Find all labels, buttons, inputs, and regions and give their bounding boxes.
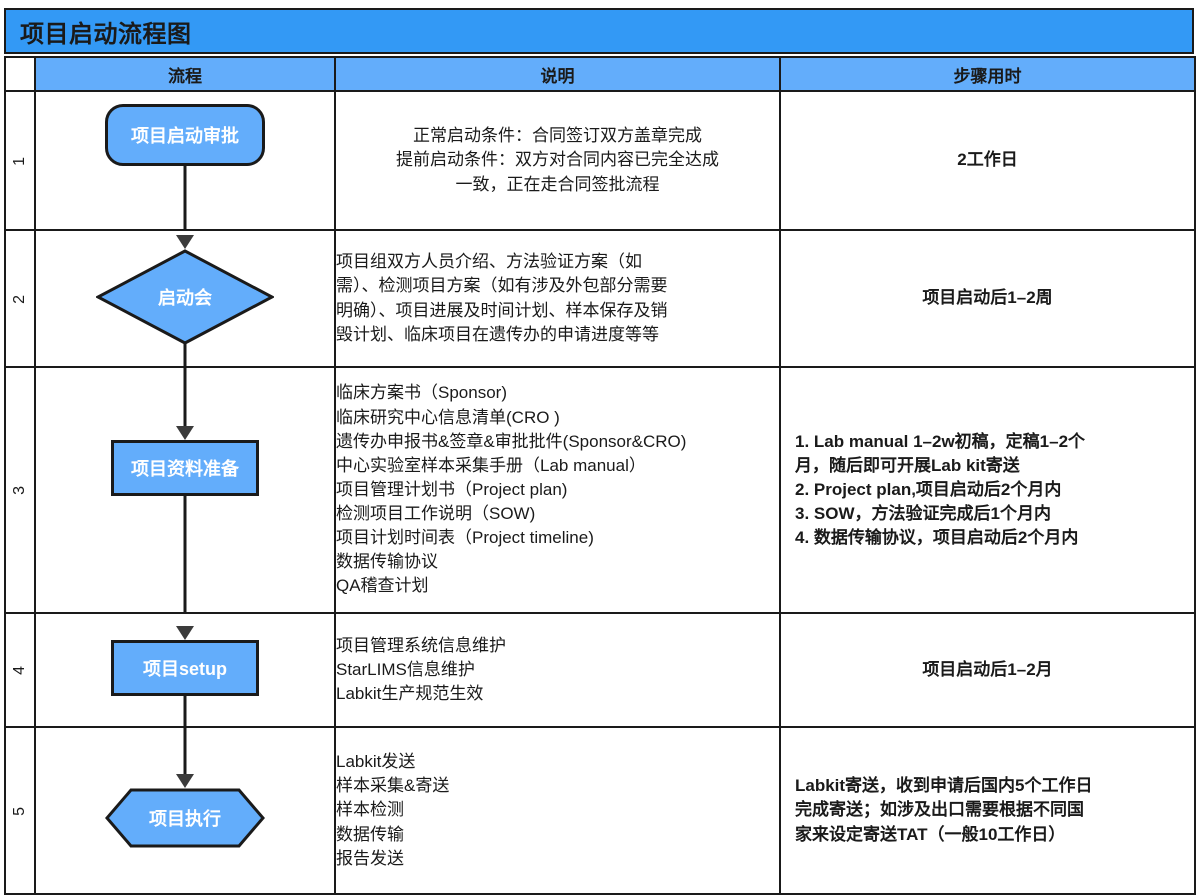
description-line: 数据传输 <box>336 824 404 844</box>
duration-line: Labkit寄送，收到申请后国内5个工作日 <box>795 776 1093 796</box>
duration-line: 项目启动后1–2月 <box>922 659 1053 679</box>
description-cell: Labkit发送 样本采集&寄送 样本检测 数据传输 报告发送 <box>334 726 781 895</box>
flow-shape-label: 项目setup <box>142 659 227 679</box>
description-line: 检测项目工作说明（SOW) <box>336 504 536 524</box>
header-number <box>4 56 36 92</box>
table-row: 2 启动会 项目组双方人员介绍、方法验 <box>4 229 1196 368</box>
duration-line: 2. Project plan,项目启动后2个月内 <box>795 479 1062 499</box>
description-line: 样本检测 <box>336 800 404 820</box>
table-row: 5 项目执行 Labkit发送 <box>4 726 1196 895</box>
description-line: 数据传输协议 <box>336 552 438 572</box>
duration-cell: 1. Lab manual 1–2w初稿，定稿1–2个 月，随后即可开展Lab … <box>779 366 1196 614</box>
row-number-cell: 4 <box>4 612 36 728</box>
connector-line <box>183 166 187 231</box>
flow-shape-diamond[interactable]: 启动会 <box>96 249 274 345</box>
flowchart-sheet: 项目启动流程图 流程 说明 步骤用时 1 项目启动审批 <box>4 8 1196 895</box>
duration-cell: 2工作日 <box>779 90 1196 231</box>
header-description: 说明 <box>334 56 781 92</box>
row-number-cell: 5 <box>4 726 36 895</box>
description-line: Labkit生产规范生效 <box>336 684 484 704</box>
connector-line <box>183 496 187 614</box>
arrow-head-icon <box>176 235 194 249</box>
table-row: 4 项目setup 项目管理系统信息维护 StarLIMS信息维护 Labkit… <box>4 612 1196 728</box>
flow-shape-label: 项目执行 <box>149 809 221 829</box>
flow-shape-label: 启动会 <box>158 288 212 308</box>
row-number: 1 <box>11 156 28 166</box>
duration-line: 项目启动后1–2周 <box>922 288 1053 308</box>
flow-cell: 项目资料准备 <box>34 366 336 614</box>
hexagon-icon <box>105 788 265 848</box>
flow-shape-rect[interactable]: 项目资料准备 <box>111 440 259 496</box>
connector-line <box>183 343 187 368</box>
flow-shape-label: 项目启动审批 <box>131 126 239 146</box>
flow-cell: 项目setup <box>34 612 336 728</box>
page-title: 项目启动流程图 <box>20 20 192 48</box>
description-line: 毁计划、临床项目在遗传办的申请进度等等 <box>336 324 659 344</box>
description-line: StarLIMS信息维护 <box>336 659 475 679</box>
title-bar: 项目启动流程图 <box>4 8 1194 54</box>
header-duration: 步骤用时 <box>779 56 1196 92</box>
row-number: 2 <box>11 294 28 304</box>
description-line: 项目计划时间表（Project timeline) <box>336 528 594 548</box>
description-line: 一致，正在走合同签批流程 <box>455 174 660 194</box>
duration-line: 1. Lab manual 1–2w初稿，定稿1–2个 <box>795 431 1086 451</box>
flow-shape-hexagon[interactable]: 项目执行 <box>105 788 265 848</box>
connector-line <box>183 728 187 782</box>
description-line: 报告发送 <box>336 848 404 868</box>
row-number: 3 <box>11 486 28 495</box>
duration-line: 完成寄送；如涉及出口需要根据不同国 <box>795 800 1084 820</box>
flow-shape-rect[interactable]: 项目setup <box>111 640 259 696</box>
description-cell: 正常启动条件：合同签订双方盖章完成 提前启动条件：双方对合同内容已完全达成 一致… <box>334 90 781 231</box>
duration-line: 家来设定寄送TAT（一般10工作日） <box>795 824 1066 844</box>
flow-cell: 项目启动审批 <box>34 90 336 231</box>
description-line: 需）、检测项目方案（如有涉及外包部分需要 <box>336 276 668 296</box>
duration-cell: 项目启动后1–2周 <box>779 229 1196 368</box>
row-number-cell: 3 <box>4 366 36 614</box>
flow-table: 流程 说明 步骤用时 1 项目启动审批 正常 <box>4 56 1196 895</box>
row-number-cell: 1 <box>4 90 36 231</box>
description-line: Labkit发送 <box>336 752 416 772</box>
duration-line: 4. 数据传输协议，项目启动后2个月内 <box>795 528 1079 548</box>
description-line: 临床研究中心信息清单(CRO ) <box>336 407 560 427</box>
duration-line: 月，随后即可开展Lab kit寄送 <box>795 455 1020 475</box>
description-line: 遗传办申报书&签章&审批批件(Sponsor&CRO) <box>336 431 687 451</box>
table-row: 1 项目启动审批 正常启动条件：合同签订双方盖章完成 提前启动条件：双方对合同内… <box>4 90 1196 231</box>
description-line: 中心实验室样本采集手册（Lab manual） <box>336 455 646 475</box>
description-cell: 临床方案书（Sponsor) 临床研究中心信息清单(CRO ) 遗传办申报书&签… <box>334 366 781 614</box>
row-number: 5 <box>11 806 28 816</box>
description-cell: 项目管理系统信息维护 StarLIMS信息维护 Labkit生产规范生效 <box>334 612 781 728</box>
header-flow: 流程 <box>34 56 336 92</box>
row-number: 4 <box>11 666 28 675</box>
connector-line <box>183 696 187 728</box>
description-line: 项目管理系统信息维护 <box>336 635 506 655</box>
description-line: 明确）、项目进展及时间计划、样本保存及销 <box>336 300 668 320</box>
duration-cell: 项目启动后1–2月 <box>779 612 1196 728</box>
description-line: 提前启动条件：双方对合同内容已完全达成 <box>396 150 719 170</box>
table-header-row: 流程 说明 步骤用时 <box>4 56 1196 92</box>
flow-cell: 启动会 <box>34 229 336 368</box>
duration-line: 3. SOW，方法验证完成后1个月内 <box>795 504 1051 524</box>
description-line: 临床方案书（Sponsor) <box>336 383 507 403</box>
description-line: QA稽查计划 <box>336 576 429 596</box>
arrow-head-icon <box>176 626 194 640</box>
connector-line <box>183 368 187 428</box>
duration-line: 2工作日 <box>957 150 1018 170</box>
description-line: 正常启动条件：合同签订双方盖章完成 <box>413 126 702 146</box>
arrow-head-icon <box>176 426 194 440</box>
table-row: 3 项目资料准备 临床方案书（Sponsor) 临床研究中心信息清单(CRO ) <box>4 366 1196 614</box>
description-cell: 项目组双方人员介绍、方法验证方案（如 需）、检测项目方案（如有涉及外包部分需要 … <box>334 229 781 368</box>
flow-shape-rounded[interactable]: 项目启动审批 <box>105 104 265 166</box>
description-line: 项目管理计划书（Project plan) <box>336 479 568 499</box>
description-line: 样本采集&寄送 <box>336 776 450 796</box>
arrow-head-icon <box>176 774 194 788</box>
flow-shape-label: 项目资料准备 <box>131 459 239 479</box>
description-line: 项目组双方人员介绍、方法验证方案（如 <box>336 252 642 272</box>
duration-cell: Labkit寄送，收到申请后国内5个工作日 完成寄送；如涉及出口需要根据不同国 … <box>779 726 1196 895</box>
flow-cell: 项目执行 <box>34 726 336 895</box>
row-number-cell: 2 <box>4 229 36 368</box>
